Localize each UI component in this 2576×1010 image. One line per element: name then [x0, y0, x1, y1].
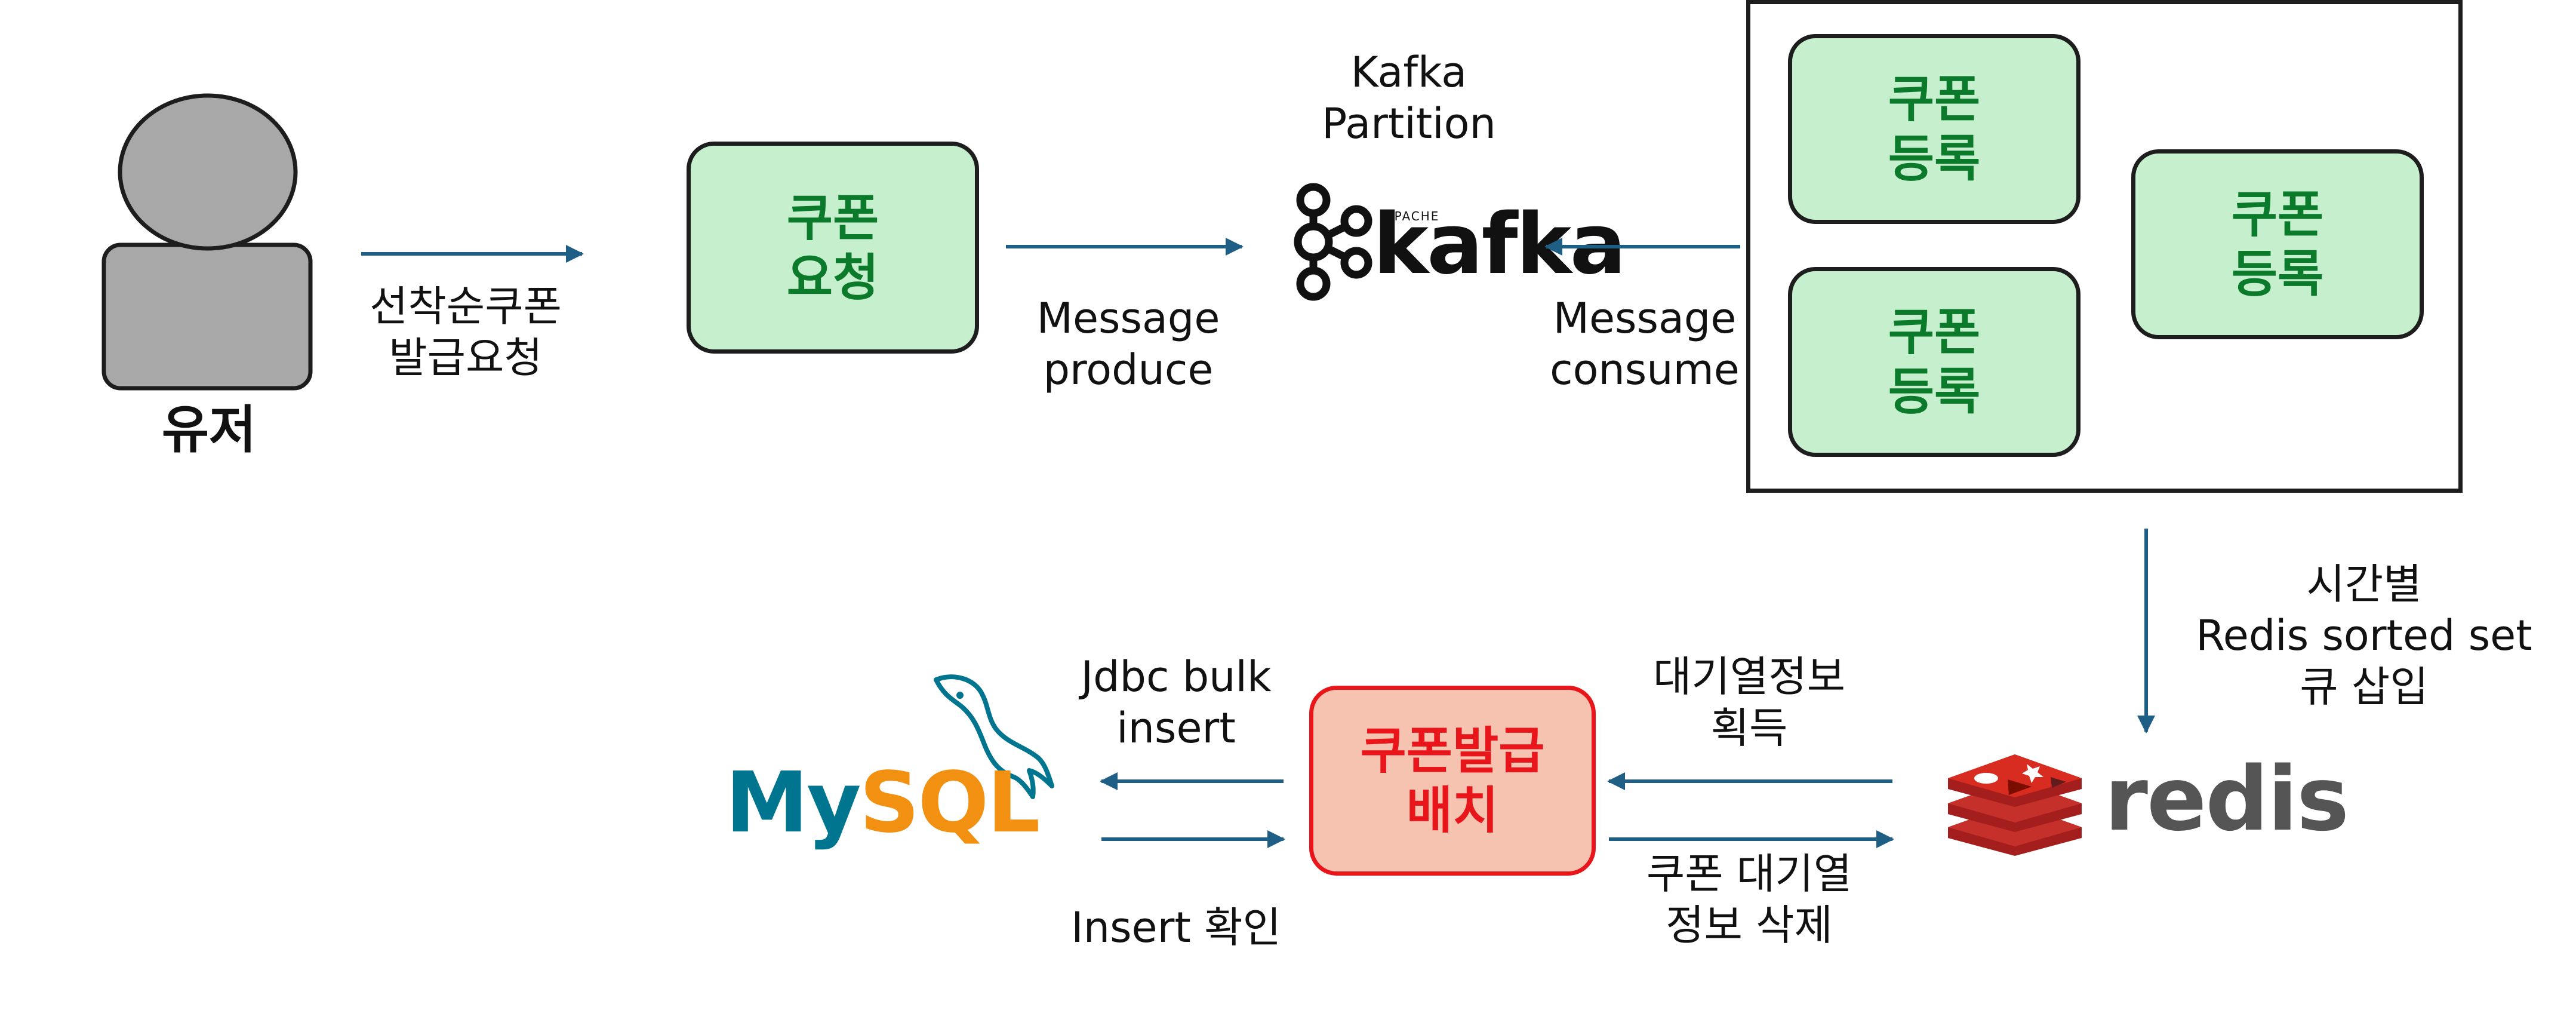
coupon-register-box-3: 쿠폰 등록	[2131, 149, 2424, 339]
kafka-icon	[1294, 183, 1372, 301]
kafka-logo-small: APACHE	[1385, 209, 1440, 223]
redis-icon	[1948, 754, 2082, 856]
mysql-logo-sql: SQL	[859, 754, 1041, 852]
coupon-register-box-2: 쿠폰 등록	[1788, 267, 2081, 457]
coupon-register-box-1: 쿠폰 등록	[1788, 34, 2081, 224]
insert-confirm-label: Insert 확인	[1071, 903, 1281, 952]
user-label: 유저	[161, 400, 257, 460]
coupon-request-box: 쿠폰 요청	[687, 142, 979, 354]
kafka-partition-label: Kafka Partition	[1322, 48, 1496, 148]
queue-get-label: 대기열정보 획득	[1653, 652, 1845, 753]
consume-label: Message consume	[1550, 294, 1740, 394]
user-request-label: 선착순쿠폰 발급요청	[370, 282, 562, 382]
redis-logo-text: redis	[2104, 748, 2349, 851]
mysql-logo-my: My	[725, 754, 861, 852]
jdbc-bulk-insert-label: Jdbc bulk insert	[1081, 652, 1272, 753]
mysql-logo-text: MySQL	[725, 759, 1041, 848]
user-icon	[101, 93, 313, 391]
redis-insert-label: 시간별 Redis sorted set 큐 삽입	[2196, 560, 2532, 711]
coupon-issue-batch-box: 쿠폰발급 배치	[1309, 686, 1596, 876]
queue-delete-label: 쿠폰 대기열 정보 삭제	[1646, 849, 1852, 950]
mysql-dolphin-icon	[934, 674, 1054, 799]
consumer-group-container	[1746, 0, 2463, 493]
kafka-logo-text: kafka	[1373, 196, 1626, 293]
produce-label: Message produce	[1036, 294, 1220, 394]
